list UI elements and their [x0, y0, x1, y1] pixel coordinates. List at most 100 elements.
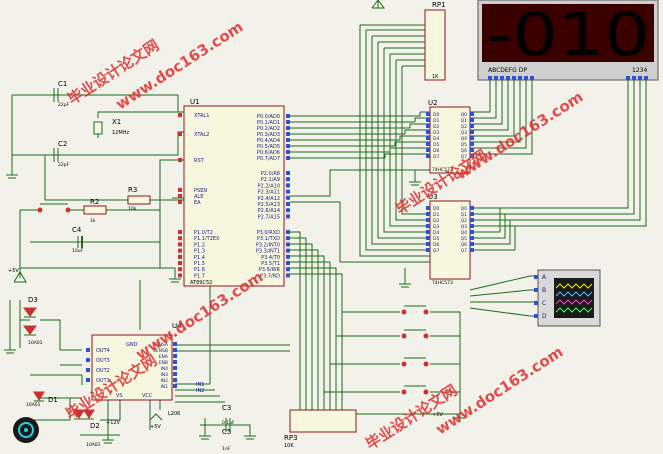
u1-pins-p1-marker	[178, 273, 182, 278]
latch-in-label: D5	[433, 236, 439, 242]
u4-pins-bottom-label: GND	[126, 342, 138, 348]
capacitor-c1	[53, 88, 59, 102]
latch-in-label: D4	[433, 136, 439, 142]
u1-pins-p2-marker	[286, 208, 290, 213]
latch-in-label: D3	[433, 224, 439, 230]
u1-pins-p1-label: P1.0/T2	[194, 230, 213, 236]
u1-pins-left-label: XTAL1	[194, 113, 209, 119]
u1-pins-p2-label: P2.4/A12	[258, 196, 280, 202]
push-button-3[interactable]	[401, 357, 429, 367]
u1-pin-marker	[178, 194, 182, 198]
u1-pins-p1-label: P1.3	[194, 249, 205, 255]
u4-pins-left-marker	[86, 368, 90, 372]
display-pin-markers	[488, 76, 648, 80]
passives	[23, 88, 231, 432]
svg-text:10A01: 10A01	[28, 340, 43, 346]
seven-segment-display: -010 ABCDEFG DP 1234	[477, 0, 659, 81]
u1-pins-left-label: RST	[194, 158, 205, 164]
u1-pins-port0: P0.0/AD0P0.1/AD1P0.2/AD2P0.3/AD3P0.4/AD4…	[257, 114, 290, 162]
svg-text:10A01: 10A01	[86, 442, 101, 448]
u4-pins-right-label: SENSA	[153, 342, 169, 348]
u1-pins-p3-marker	[286, 254, 290, 259]
svg-text:+12V: +12V	[106, 420, 121, 426]
display-pin-marker	[518, 76, 522, 80]
u1-pins-p3-marker	[286, 236, 290, 241]
u1-pins-p2-label: P2.5/A13	[258, 202, 280, 208]
u1-pins-p2-marker	[286, 195, 290, 200]
latch-out-label: Q6	[461, 242, 468, 248]
latch-in-label: D1	[433, 212, 439, 218]
reset-button[interactable]	[37, 203, 71, 213]
svg-text:12MHz: 12MHz	[112, 130, 129, 136]
crystal-x1	[93, 121, 103, 135]
latch-out-marker	[470, 236, 474, 240]
u1-pins-p2-marker	[286, 183, 290, 188]
svg-text:C5: C5	[222, 428, 231, 436]
u1-pin-marker	[178, 200, 182, 204]
latch-in-marker	[426, 218, 430, 222]
u1-pins-p0-marker	[286, 150, 290, 154]
latch-out-label: Q3	[461, 130, 468, 136]
display-pin-marker	[494, 76, 498, 80]
display-pin-marker	[644, 76, 648, 80]
display-pin-marker	[638, 76, 642, 80]
u1-pins-p2-label: P2.0/A8	[261, 171, 280, 177]
u1-pins-p2-label: P2.3/A11	[258, 190, 280, 196]
u4-pins-right-label: ENA	[159, 354, 169, 360]
u4-pins-left-marker	[86, 358, 90, 362]
latch-in-marker	[426, 124, 430, 128]
push-button-2[interactable]	[401, 329, 429, 339]
u4-pins-right-marker	[173, 360, 177, 364]
u1-pins-left-label: XTAL2	[194, 132, 209, 138]
u1-pins-p0-label: P0.2/AD2	[257, 126, 280, 132]
capacitor-c4	[77, 236, 83, 248]
display-pin-marker	[506, 76, 510, 80]
component-labels: C1 22pF C2 22pF X1 12MHz R3 10k R2 1k C4…	[8, 80, 443, 452]
display-pin-marker	[488, 76, 492, 80]
u1-pins-p1-label: P1.6	[194, 267, 205, 273]
latch-out-marker	[470, 154, 474, 158]
svg-text:U4: U4	[172, 322, 182, 330]
diode-d1b	[73, 409, 85, 420]
latch-out-marker	[470, 148, 474, 152]
svg-text:U2: U2	[428, 99, 438, 107]
u1-pins-p0-marker	[286, 126, 290, 130]
u1-pins-p3-label: P3.3/INT1	[256, 249, 280, 255]
u1-pins-p1-marker	[178, 242, 182, 247]
svg-text:D2: D2	[90, 422, 100, 430]
display-pin-marker	[626, 76, 630, 80]
push-button-4[interactable]	[401, 385, 429, 395]
latch-out-marker	[470, 118, 474, 122]
latch-in-marker	[426, 142, 430, 146]
latch-in-marker	[426, 154, 430, 158]
push-button-1[interactable]	[401, 305, 429, 315]
u4-pins-right-marker	[173, 372, 177, 376]
u1-pin-marker	[178, 113, 182, 117]
latch-out-marker	[470, 230, 474, 234]
u1-pins-p0-marker	[286, 144, 290, 148]
svg-text:C4: C4	[72, 226, 82, 234]
latch-in-label: D3	[433, 130, 439, 136]
oscilloscope: ABCD	[534, 269, 601, 327]
display-pin-marker	[530, 76, 534, 80]
u1-pins-p2-marker	[286, 214, 290, 219]
u1-pins-p2-marker	[286, 171, 290, 175]
u4-pins-right-marker	[173, 378, 177, 382]
latch-in-marker	[426, 242, 430, 246]
wires	[9, 0, 647, 440]
scope-channels-marker	[534, 288, 538, 292]
u1-pins-p2-label: P2.7/A15	[258, 214, 280, 220]
latch-in-marker	[426, 112, 430, 116]
svg-text:RP3: RP3	[284, 434, 298, 442]
u1-pins-p3-marker	[286, 248, 290, 253]
svg-text:C1: C1	[58, 80, 67, 88]
latch-in-marker	[426, 118, 430, 122]
svg-text:10A01: 10A01	[26, 402, 41, 408]
u1-pins-left-label: EA	[194, 200, 201, 206]
